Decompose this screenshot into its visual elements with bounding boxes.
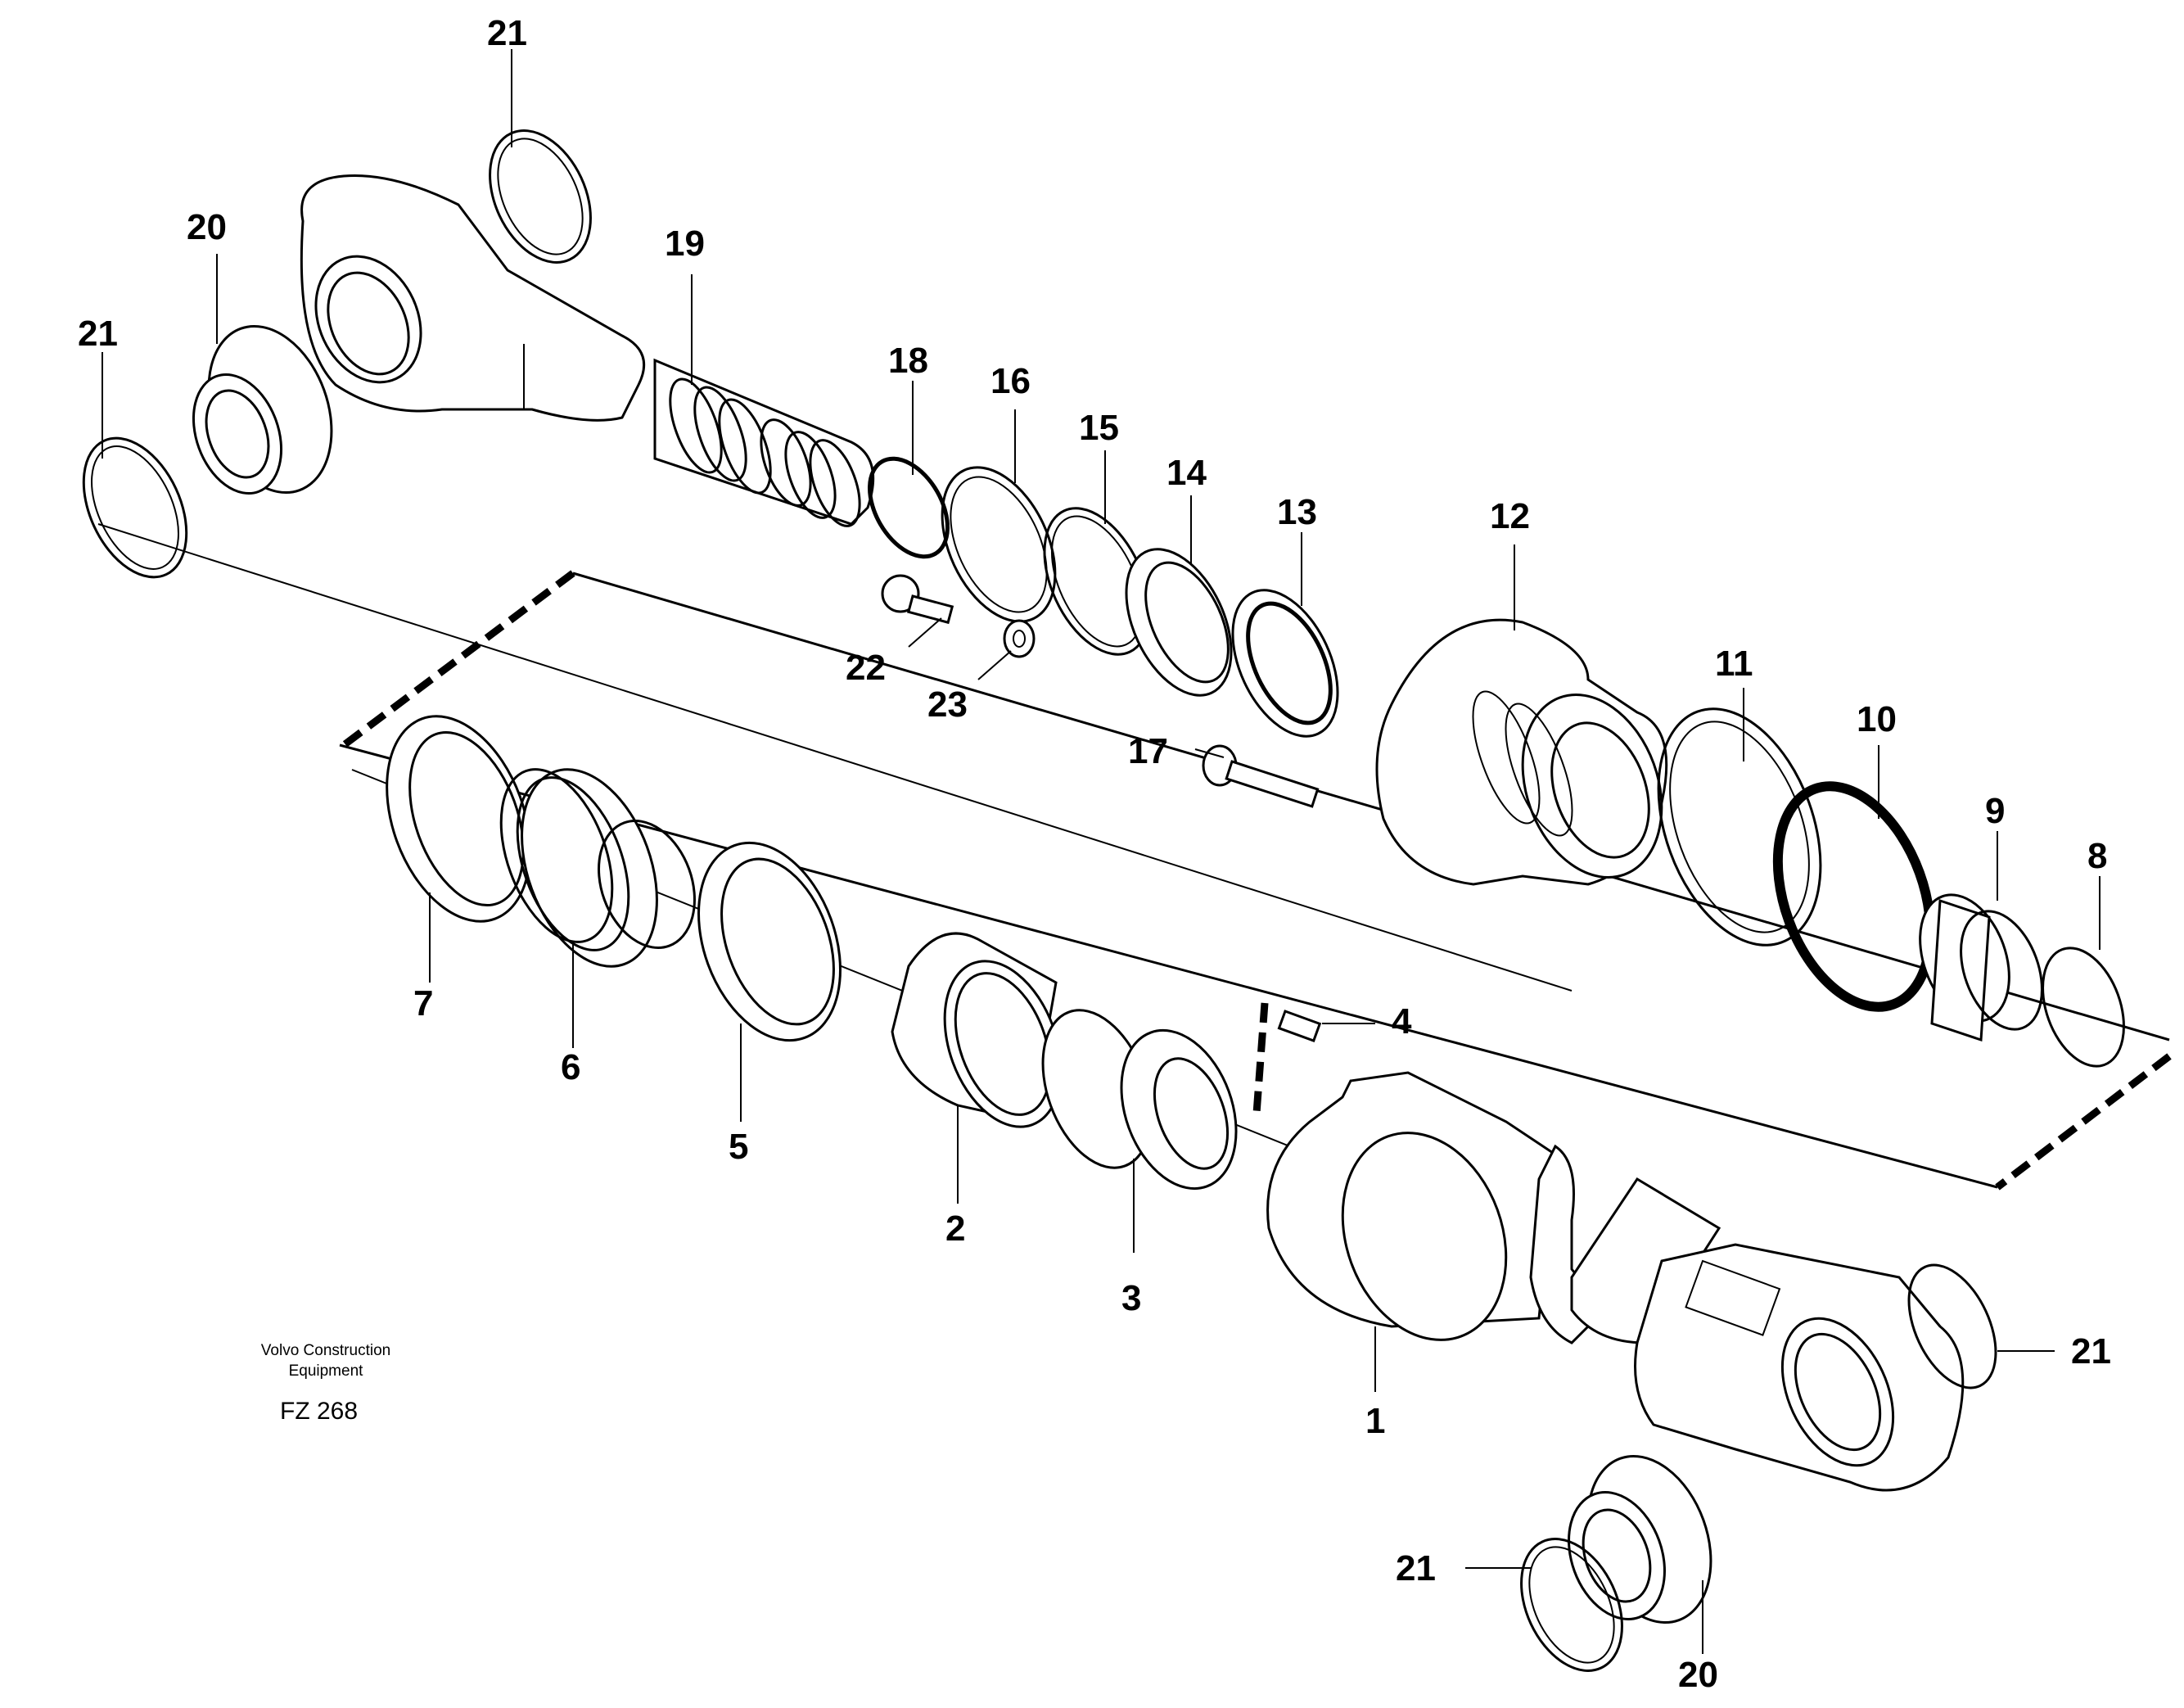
circlip-lower-right [1907,1263,1997,1389]
label-part-10: 10 [1857,699,1897,739]
ring-13 [1231,589,1339,738]
label-part-11: 11 [1715,644,1753,684]
bushing-2 [891,932,1063,1128]
ring-5 [697,841,842,1042]
label-part-12: 12 [1490,496,1530,536]
label-part-20-bottom: 20 [1678,1655,1718,1695]
circlip-lower-left [1520,1538,1623,1672]
label-part-21-left: 21 [78,314,118,354]
leader-lines [102,49,2101,1654]
grease-nipple-4 [1252,1002,1322,1114]
label-part-5: 5 [729,1127,748,1167]
label-part-14: 14 [1166,453,1207,493]
label-part-17: 17 [1128,731,1168,771]
label-part-8: 8 [2087,836,2107,876]
label-part-1: 1 [1365,1401,1385,1441]
label-part-9: 9 [1985,791,2005,831]
bearing-upper-left [192,324,333,495]
washer-23 [1003,619,1036,658]
label-part-4: 4 [1392,1001,1412,1042]
piston-6 [499,768,696,968]
circlip-8 [2042,947,2125,1068]
label-part-21-top: 21 [487,13,527,53]
label-part-2: 2 [945,1209,965,1249]
ring-7 [386,715,531,923]
label-part-6: 6 [561,1047,580,1087]
label-part-3: 3 [1121,1278,1141,1318]
label-part-15: 15 [1079,408,1119,448]
piston-rod [653,358,875,527]
label-part-20-upper: 20 [187,207,227,247]
cylinder-tube [1266,1071,1965,1492]
label-part-18: 18 [888,341,928,381]
bushing-9 [1919,893,2043,1042]
bolt-17 [1202,744,1320,808]
ring-10 [1772,781,1936,1012]
label-part-19: 19 [665,224,705,264]
label-part-16: 16 [990,361,1031,401]
rod-eye [300,174,646,422]
ring-18 [868,456,950,559]
label-part-22: 22 [846,648,886,688]
caption-manufacturer-line1: Volvo Construction [261,1342,390,1359]
ring-16 [941,466,1057,623]
ring-14 [1125,548,1233,697]
ring-11 [1657,707,1822,947]
label-part-13: 13 [1277,492,1317,532]
guide-3 [1041,1009,1238,1191]
cylinder-head [1375,618,1668,886]
bearing-lower [1568,1454,1712,1624]
screw-22 [881,574,954,625]
figure-reference: FZ 268 [280,1398,358,1425]
label-part-21-bottom: 21 [1396,1548,1436,1588]
caption-manufacturer-line2: Equipment [289,1362,364,1380]
label-part-23: 23 [927,685,968,725]
rod-axis-line [97,523,1573,992]
label-part-7: 7 [413,983,433,1023]
circlip-upper-left [82,436,188,579]
label-part-21-right: 21 [2071,1331,2111,1371]
